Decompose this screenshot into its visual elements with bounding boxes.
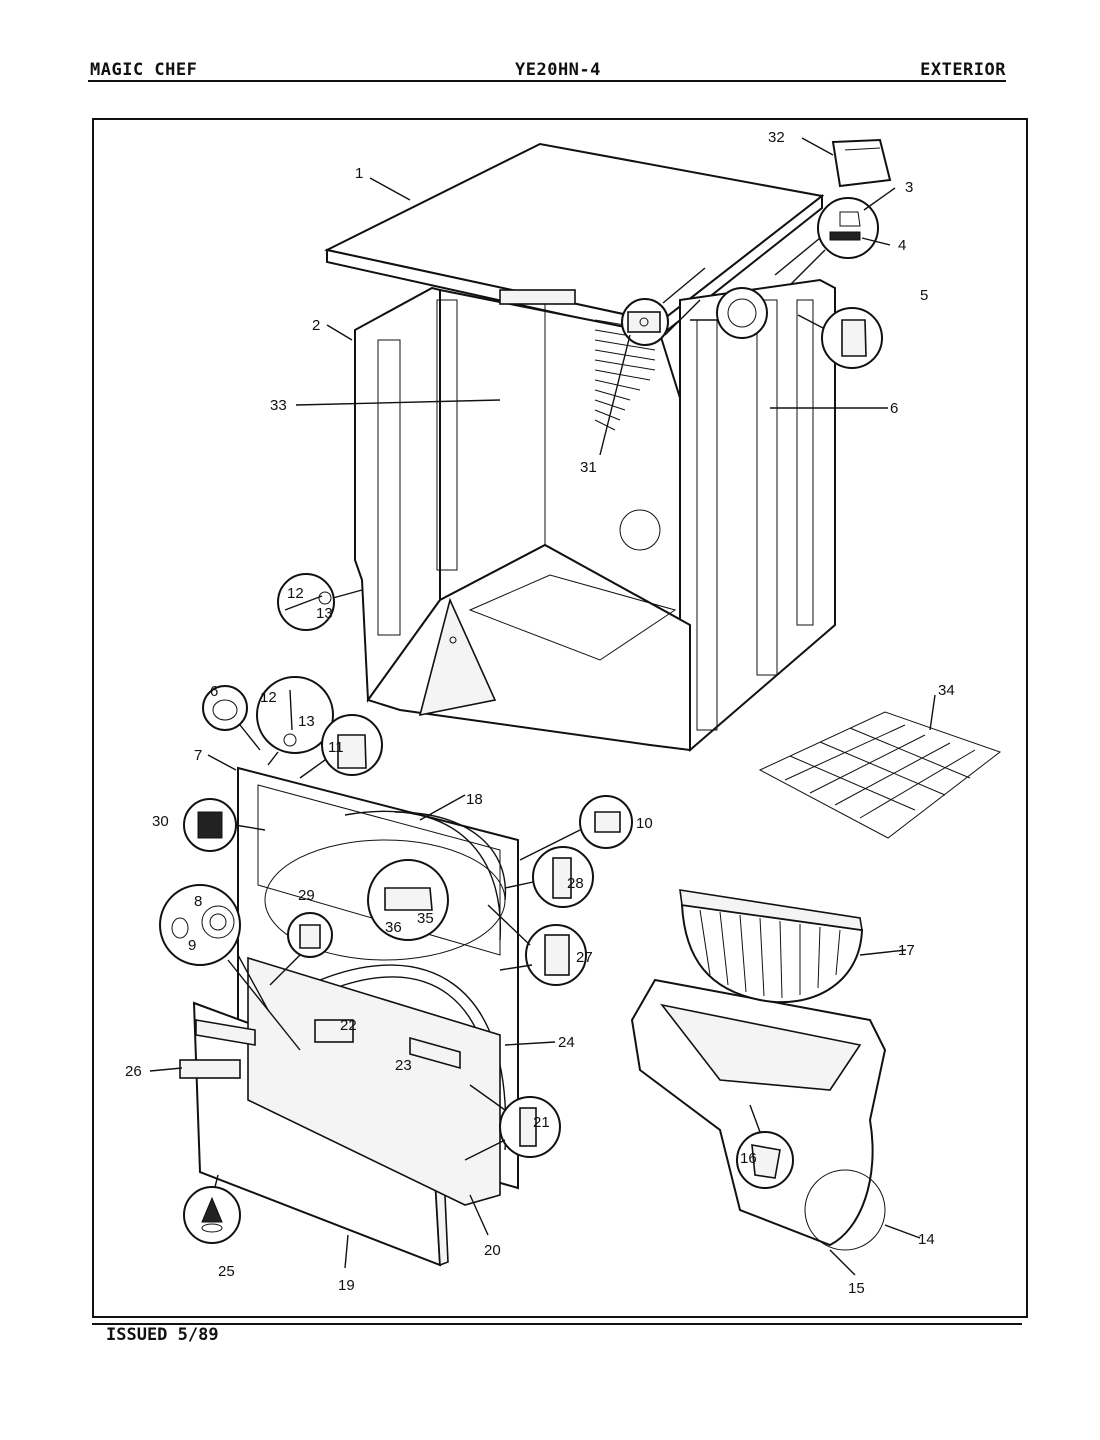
header-brand: MAGIC CHEF [90,60,198,80]
callout-36: 36 [385,919,402,936]
detail-circle-10 [519,795,633,861]
callout-30: 30 [152,813,169,830]
callout-23: 23 [395,1057,412,1074]
callout-13-upper: 13 [316,605,333,622]
callout-6-lower: 6 [210,683,218,700]
callout-22: 22 [340,1017,357,1034]
detail-circle-6-top [690,287,768,339]
callout-31: 31 [580,459,597,476]
callout-34: 34 [938,682,955,699]
detail-circle-11 [299,714,383,779]
callout-35: 35 [417,910,434,927]
callout-19: 19 [338,1277,355,1294]
callout-5: 5 [920,287,928,304]
callout-labels: 1 2 3 4 5 6 31 32 33 12 13 34 6 12 13 11… [125,129,955,1297]
callout-10: 10 [636,815,653,832]
door-seal [195,956,507,1206]
detail-circle-5 [797,307,883,369]
lint-duct [630,978,887,1251]
callout-4: 4 [898,237,906,254]
callout-25: 25 [218,1263,235,1280]
leader-lines [149,137,936,1276]
diagram-frame [92,118,1028,1318]
detail-circle-30 [183,798,266,852]
callout-2: 2 [312,317,320,334]
callout-16: 16 [740,1150,757,1167]
detail-circle-21 [464,1084,561,1161]
callout-12-lower: 12 [260,689,277,706]
detail-circle-16 [736,1104,794,1189]
callout-3: 3 [905,179,913,196]
callout-17: 17 [898,942,915,959]
callout-27: 27 [576,949,593,966]
callout-6-top: 6 [890,400,898,417]
lint-filter [679,889,864,1004]
callout-18: 18 [466,791,483,808]
detail-circle-25 [183,1174,241,1244]
detail-circle-35-36 [367,859,449,941]
callout-12-upper: 12 [287,585,304,602]
callout-33: 33 [270,397,287,414]
callout-7: 7 [194,747,202,764]
detail-circle-12-13-upper [277,573,363,631]
footer-rule [92,1323,1022,1325]
header-section: EXTERIOR [920,60,1006,80]
detail-circle-3-4 [774,197,879,286]
callout-21: 21 [533,1114,550,1131]
callout-13-lower: 13 [298,713,315,730]
header-rule [88,80,1006,82]
detail-circle-27 [487,904,587,986]
callout-11: 11 [328,739,344,756]
callout-20: 20 [484,1242,501,1259]
part-32-bracket [831,138,892,188]
callout-15: 15 [848,1280,865,1297]
callout-26: 26 [125,1063,142,1080]
callout-32: 32 [768,129,785,146]
detail-circle-28 [504,846,594,908]
callout-9: 9 [188,937,196,954]
detail-circle-6-lower [202,685,261,751]
detail-circle-29 [269,912,333,986]
cabinet-body [354,278,836,752]
callout-1: 1 [355,165,363,182]
detail-circle-8-9 [159,884,301,1051]
detail-circle-31 [621,267,706,346]
callout-28: 28 [567,875,584,892]
drying-rack [758,711,1002,839]
header-model-number: YE20HN-4 [515,60,601,80]
callout-8: 8 [194,893,202,910]
issued-date: ISSUED 5/89 [106,1325,219,1345]
callout-29: 29 [298,887,315,904]
callout-24: 24 [558,1034,575,1051]
detail-circle-12-13-lower [256,676,334,766]
callout-14: 14 [918,1231,935,1248]
